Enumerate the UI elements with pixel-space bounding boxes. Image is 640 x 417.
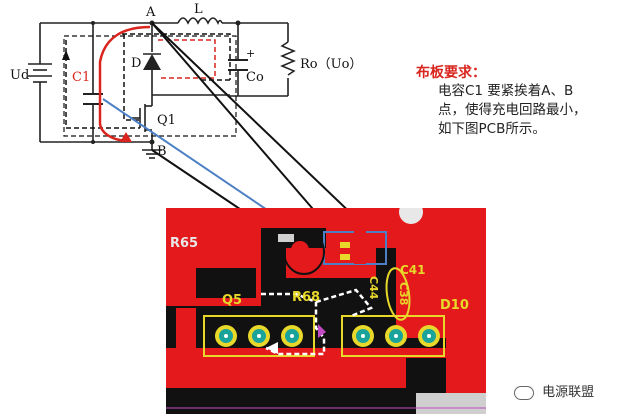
watermark-text: 电源联盟 bbox=[542, 385, 595, 400]
pcb-label-r68: R68 bbox=[292, 290, 321, 305]
pcb-label-c44: C44 bbox=[367, 276, 380, 300]
label-q1: Q1 bbox=[157, 113, 176, 128]
label-co: Co bbox=[246, 70, 264, 85]
label-b: B bbox=[157, 144, 167, 159]
pcb-layout bbox=[166, 208, 486, 414]
label-plus: + bbox=[246, 47, 256, 60]
pcb-label-r65: R65 bbox=[170, 236, 199, 251]
requirement-line-3: 如下图PCB所示。 bbox=[438, 121, 546, 137]
label-d: D bbox=[131, 56, 142, 71]
pcb-label-c41: C41 bbox=[400, 263, 426, 277]
watermark: 电源联盟 bbox=[514, 381, 594, 400]
chat-icon bbox=[514, 385, 534, 400]
label-a: A bbox=[146, 5, 156, 20]
label-l: L bbox=[194, 2, 203, 17]
requirement-body: 电容C1 要紧挨着A、B 点，使得充电回路最小， 如下图PCB所示。 bbox=[438, 82, 638, 139]
label-ud: Ud bbox=[10, 68, 30, 83]
requirement-title: 布板要求： bbox=[416, 65, 486, 81]
label-c1: C1 bbox=[72, 70, 91, 85]
requirement-line-1: 电容C1 要紧挨着A、B bbox=[438, 83, 574, 99]
pcb-label-q5: Q5 bbox=[222, 293, 243, 308]
pcb-label-d10: D10 bbox=[440, 298, 469, 313]
pcb-label-c38: C38 bbox=[397, 282, 410, 306]
label-ro: Ro（Uo） bbox=[300, 57, 363, 72]
requirement-line-2: 点，使得充电回路最小， bbox=[438, 102, 587, 118]
